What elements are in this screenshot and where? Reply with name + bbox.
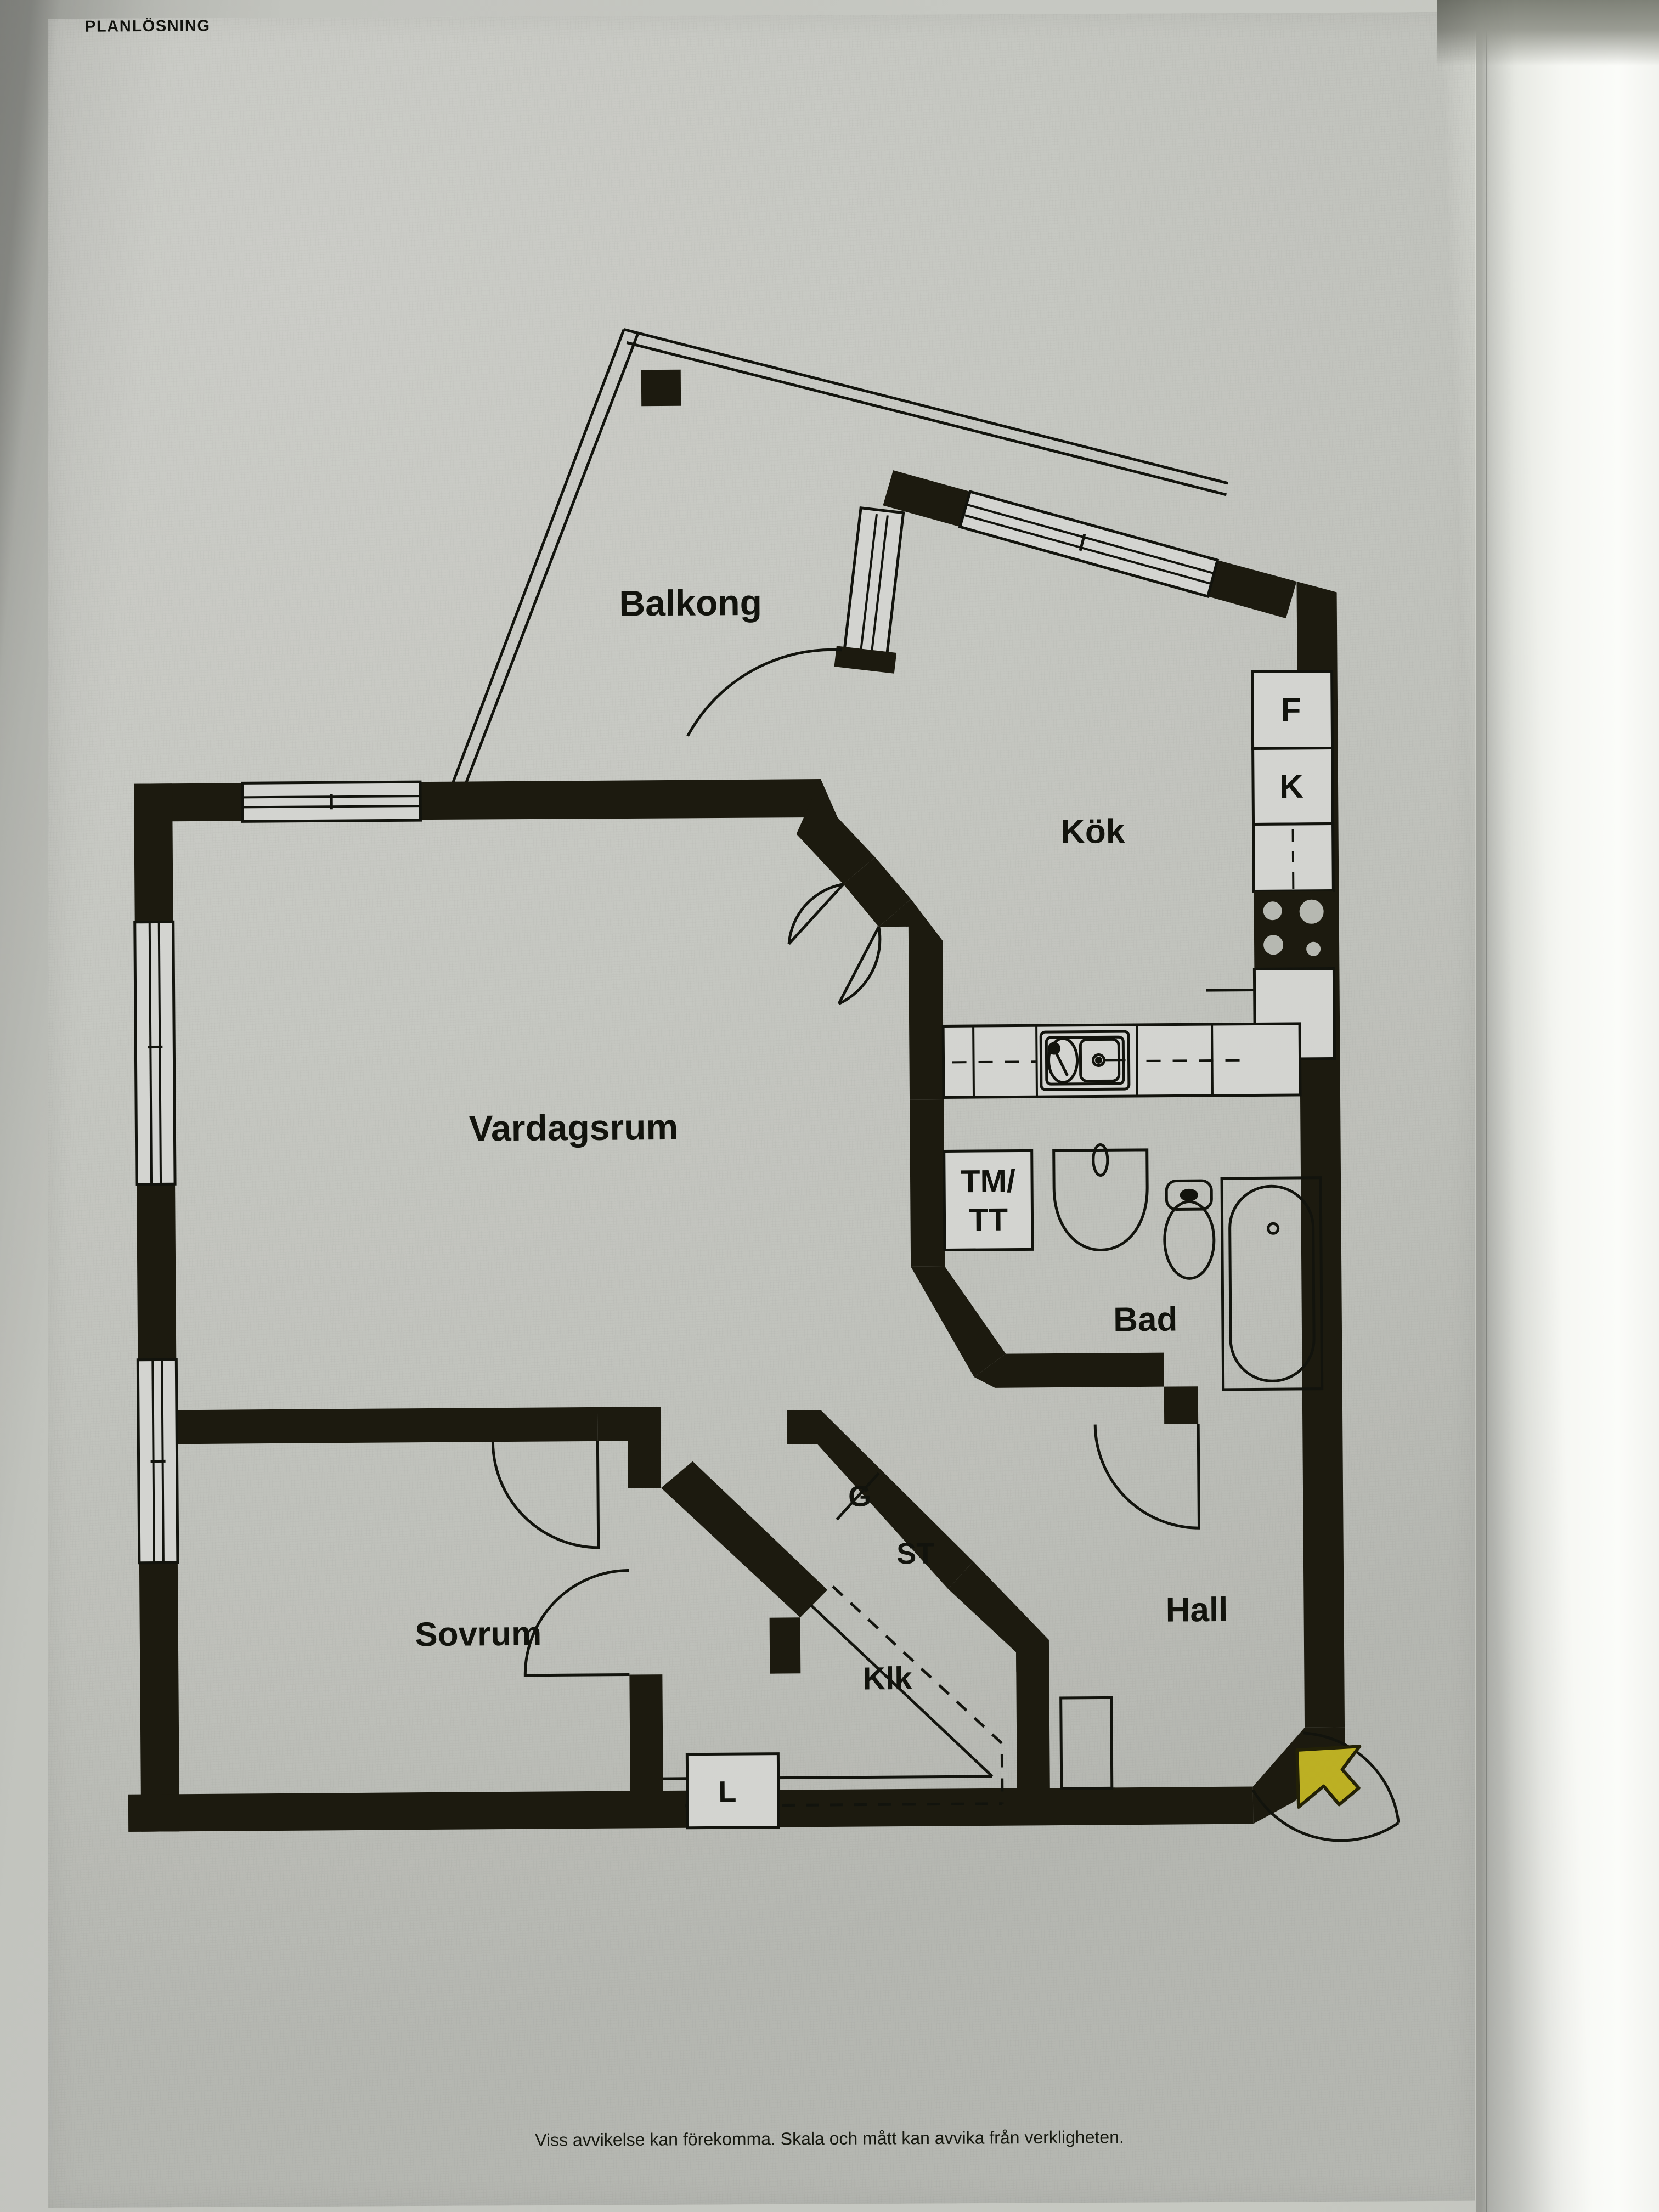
- appliance-labels: F K TM/ TT: [961, 691, 1304, 1238]
- entrance-arrow-icon: [1295, 1745, 1362, 1809]
- stove-icon: [1254, 890, 1334, 969]
- book-gutter: [1476, 0, 1659, 2212]
- label-klk: Klk: [862, 1661, 912, 1697]
- room-labels: Balkong Kök Vardagsrum Bad Sovrum Hall K…: [415, 582, 1228, 1697]
- double-door-kitchen: [787, 883, 882, 1006]
- door-swings: [491, 1424, 1201, 1677]
- label-kok: Kök: [1060, 812, 1125, 851]
- linen-box: [685, 1752, 780, 1830]
- balcony-post-icon: [641, 369, 681, 407]
- disclaimer-text: Viss avvikelse kan förekomma. Skala och …: [535, 2127, 1124, 2150]
- label-linne: L: [718, 1775, 736, 1808]
- entrance-door[interactable]: [1251, 1731, 1400, 1842]
- laundry-box: [943, 1149, 1034, 1251]
- label-bad: Bad: [1113, 1300, 1178, 1339]
- bathtub-icon: [1220, 1176, 1324, 1391]
- label-washer: TM/: [961, 1164, 1015, 1200]
- kitchen-sink-icon: [1039, 1030, 1131, 1091]
- closet-divider: [836, 1472, 880, 1521]
- toilet-icon: [1163, 1179, 1216, 1280]
- wash-basin-icon: [1052, 1143, 1149, 1251]
- label-hall: Hall: [1165, 1591, 1228, 1629]
- label-dryer: TT: [969, 1202, 1008, 1238]
- label-sovrum: Sovrum: [415, 1615, 541, 1654]
- balcony-outline: [445, 328, 1228, 800]
- top-shadow: [1437, 0, 1659, 66]
- balcony-door: [686, 506, 905, 737]
- label-freezer: F: [1281, 691, 1301, 728]
- hall-closet: [1059, 1696, 1114, 1790]
- kitchen-column: [1251, 669, 1335, 893]
- label-garderob: G: [848, 1480, 871, 1513]
- label-fridge: K: [1279, 768, 1304, 805]
- label-stad: ST: [896, 1537, 934, 1570]
- interior-walls: [138, 992, 1300, 1791]
- window-group: [133, 490, 1220, 1565]
- exterior-walls: [128, 470, 1345, 1832]
- label-vardagsrum: Vardagsrum: [469, 1107, 678, 1149]
- label-balkong: Balkong: [619, 582, 762, 624]
- storage-labels: G ST L: [718, 1480, 934, 1808]
